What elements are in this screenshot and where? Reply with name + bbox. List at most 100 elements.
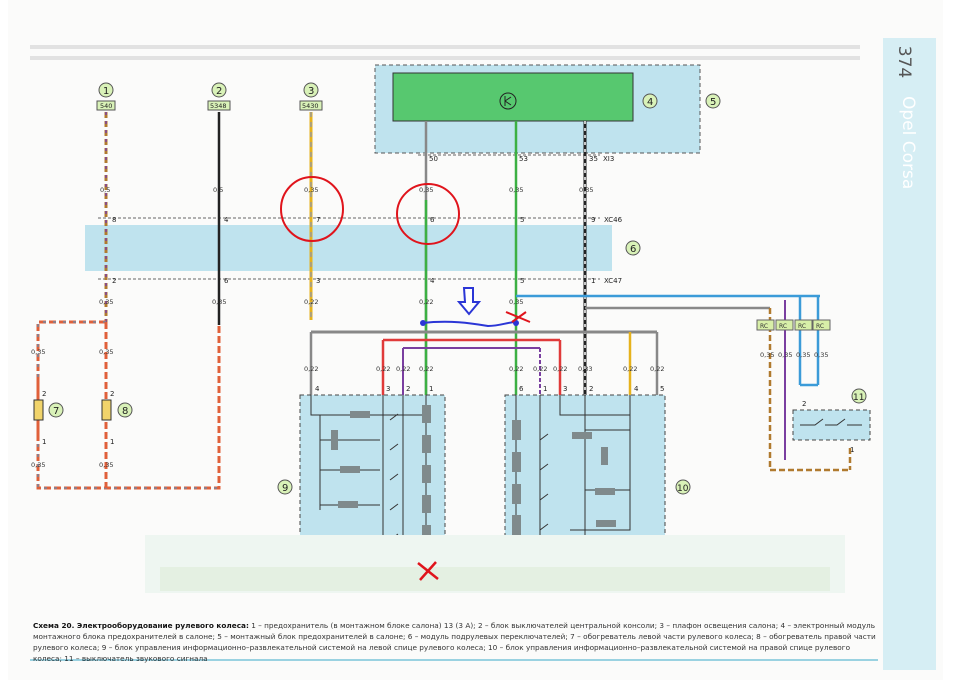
marker-9: 9 (282, 483, 288, 494)
xc47-pin-1: 1 (591, 277, 595, 285)
rc-label-2: RC (779, 323, 787, 330)
annotation-dot-left (420, 320, 426, 326)
m9-pin-2: 2 (406, 385, 410, 393)
heater-7-size-top: 0,35 (31, 348, 45, 356)
marker-6: 6 (630, 244, 636, 255)
cross-mark-top (505, 311, 531, 323)
m10-pin-3: 3 (563, 385, 567, 393)
size-w53-top: 0,35 (509, 186, 523, 194)
m10-pin-2: 2 (589, 385, 593, 393)
m9-pin-4: 4 (315, 385, 320, 393)
component-markers (48, 82, 867, 495)
highlight-circle-right (396, 183, 460, 245)
size-w35-top: 0,35 (579, 186, 593, 194)
cross-mark-bottom (417, 561, 439, 581)
faded-bottom-panel (160, 567, 830, 591)
m9-pin-1: 1 (429, 385, 433, 393)
caption-title: Схема 20. Электрооборудование рулевого к… (33, 621, 249, 630)
m9-size-3: 0,22 (396, 365, 410, 373)
xc47-pin-6: 6 (224, 277, 229, 285)
marker-8: 8 (122, 406, 128, 417)
page-sidebar (883, 38, 936, 670)
heater-7-size-bot: 0,35 (31, 461, 45, 469)
heater-7-pin-1: 1 (42, 438, 46, 446)
horn-switch-glyph (800, 418, 862, 426)
rc-label-3: RC (798, 323, 806, 330)
size-w1-mid: 0,35 (99, 298, 113, 306)
rc-size-4: 0,35 (814, 351, 828, 359)
heater-loop-red (36, 320, 221, 490)
rc-connectors (756, 319, 831, 331)
steering-switch-module (85, 225, 612, 271)
marker-11: 11 (853, 393, 864, 403)
horn-pin-1: 1 (850, 446, 854, 454)
size-w2-mid: 0,35 (212, 298, 226, 306)
xc47-label: XC47 (604, 277, 622, 285)
xc47-pin-5: 5 (520, 277, 524, 285)
m10-pin-1: 1 (543, 385, 547, 393)
xc46-pin-9: 9 (591, 216, 595, 224)
m10-size-5: 0,22 (623, 365, 637, 373)
size-w50-mid: 0,22 (419, 298, 433, 306)
horn-pin-2: 2 (802, 400, 806, 408)
xc47-pin-2: 2 (112, 277, 116, 285)
heater-8-size-bot: 0,35 (99, 461, 113, 469)
xc46-pin-8: 8 (112, 216, 116, 224)
wire-code-540: 540 (100, 102, 112, 110)
heater-8-element (101, 399, 112, 421)
heater-8-size-top: 0,35 (99, 348, 113, 356)
marker-4: 4 (647, 97, 653, 108)
electronic-module (392, 72, 634, 122)
xc46-pin-4: 4 (224, 216, 229, 224)
xc47-pin-4: 4 (430, 277, 435, 285)
marker-10: 10 (677, 484, 689, 494)
marker-7: 7 (53, 406, 59, 417)
xc46-pin-6: 6 (430, 216, 435, 224)
annotation-bridge-line (421, 320, 517, 328)
caption-text: 1 – предохранитель (в монтажном блоке са… (33, 621, 876, 663)
module-transistor-icon (499, 92, 517, 110)
pin-53: 53 (519, 155, 528, 163)
m10-size-6: 0,22 (650, 365, 664, 373)
figure-caption: Схема 20. Электрооборудование рулевого к… (33, 620, 878, 664)
marker-2: 2 (216, 86, 222, 97)
wire-code-5430: 5430 (302, 102, 319, 110)
rc-size-3: 0,35 (796, 351, 810, 359)
pin-50: 50 (429, 155, 438, 163)
size-w2-top: 0,5 (213, 186, 223, 194)
faded-header-text (30, 45, 860, 60)
rc-size-2: 0,35 (778, 351, 792, 359)
heater-7-pin-2: 2 (42, 390, 46, 398)
m10-size-2: 0,22 (533, 365, 547, 373)
annotation-dot-right (513, 320, 519, 326)
size-w3-mid: 0,22 (304, 298, 318, 306)
module-10-resistors (512, 420, 616, 535)
m9-size-4: 0,22 (419, 365, 433, 373)
wire-code-tags (96, 100, 323, 111)
m10-size-3: 0,22 (553, 365, 567, 373)
xi3-label: XI3 (603, 155, 614, 163)
heater-8-pin-1: 1 (110, 438, 114, 446)
rc-label-4: RC (816, 323, 824, 330)
m10-pin-4: 4 (634, 385, 639, 393)
xc46-pin-7: 7 (316, 216, 320, 224)
m9-size-1: 0,22 (304, 365, 318, 373)
marker-3: 3 (308, 86, 314, 97)
pin-35: 35 (589, 155, 598, 163)
rc-label-1: RC (760, 323, 768, 330)
xc46-label: XC46 (604, 216, 623, 224)
heater-8-pin-2: 2 (110, 390, 114, 398)
size-w50-top: 0,35 (419, 186, 433, 194)
m10-size-4: 0,33 (578, 365, 592, 373)
m10-pin-5: 5 (660, 385, 664, 393)
m10-size-1: 0,22 (509, 365, 523, 373)
module-transistor-glyph (504, 96, 512, 106)
marker-1: 1 (103, 86, 109, 97)
xc46-pin-5: 5 (520, 216, 524, 224)
m10-pin-6: 6 (519, 385, 524, 393)
size-w3-top: 0,35 (304, 186, 318, 194)
m9-size-2: 0,22 (376, 365, 390, 373)
size-w53-mid: 0,35 (509, 298, 523, 306)
xc47-pin-3: 3 (316, 277, 320, 285)
